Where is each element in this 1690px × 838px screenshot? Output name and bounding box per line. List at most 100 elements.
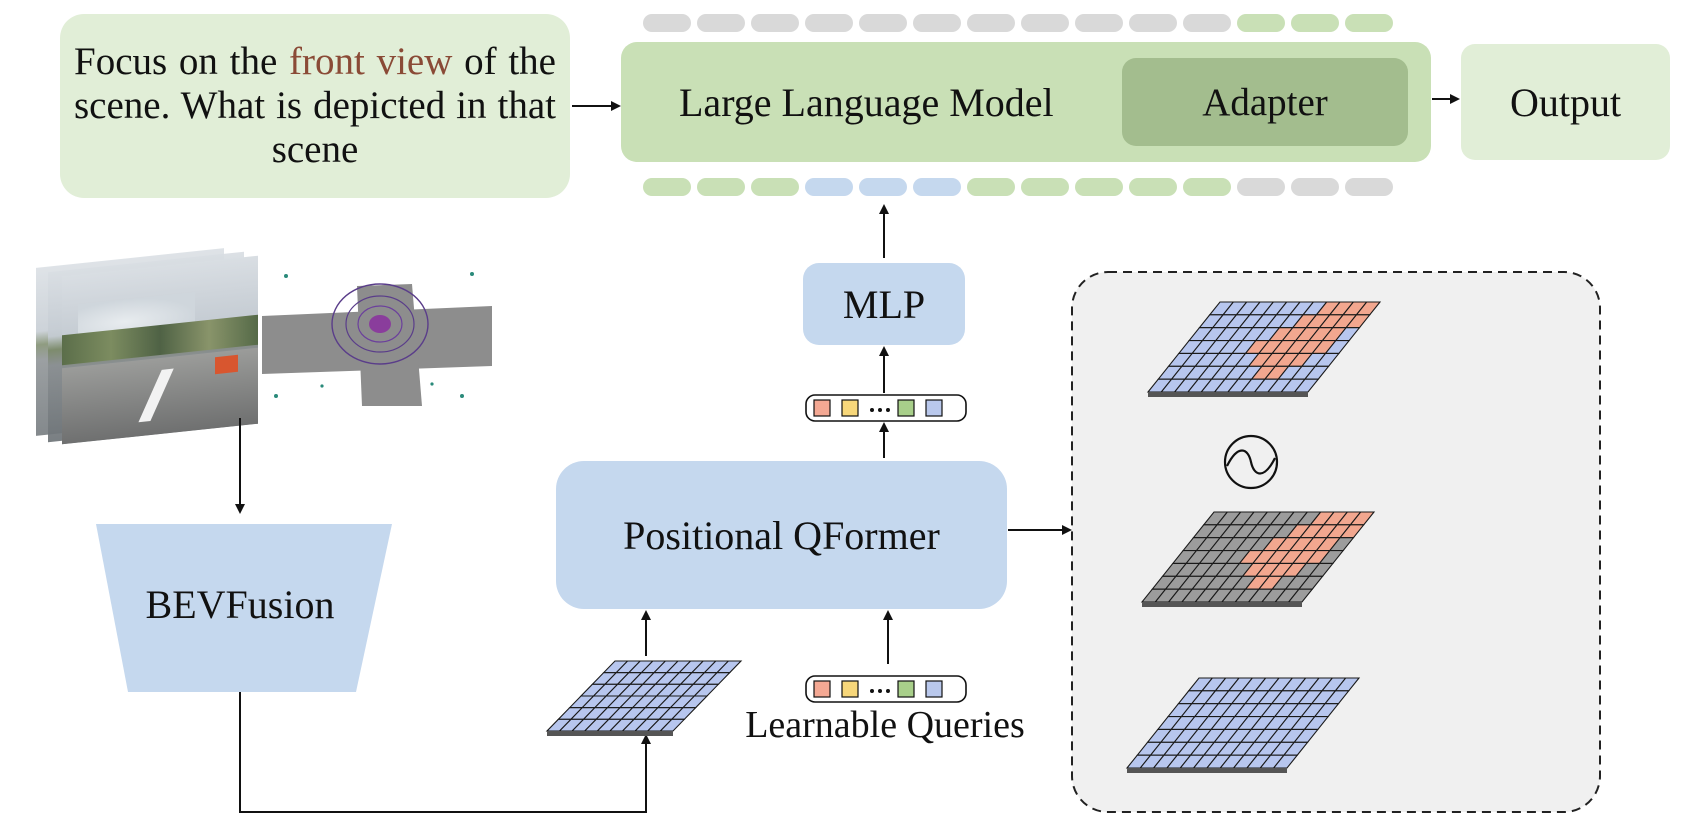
view-map-grid-cell	[1287, 588, 1314, 603]
view-map-grid-cell	[1275, 537, 1302, 552]
positional-grid-cell	[1314, 352, 1341, 367]
bev-features-grid-cell	[1136, 741, 1163, 756]
view-map-line2: Map	[1455, 555, 1525, 598]
positional-grid-cell	[1238, 314, 1265, 329]
positional-grid-cell	[1257, 340, 1284, 354]
positional-grid-cell	[1224, 314, 1251, 329]
output-label: Output	[1509, 79, 1622, 125]
view-map-grid-cell	[1295, 511, 1322, 526]
bev-features-grid-cell	[1266, 728, 1293, 743]
view-map-grid-cell	[1284, 575, 1311, 590]
view-map-grid-cell	[1242, 511, 1269, 526]
bev-features-grid-cell	[1334, 677, 1361, 692]
bev-features-grid-cell	[1303, 716, 1330, 730]
positional-grid-cell	[1157, 365, 1184, 380]
view-map-grid-cell	[1225, 550, 1251, 564]
bev-features-grid-cell	[1294, 677, 1321, 692]
bev-features-grid-cell	[1286, 703, 1313, 718]
bev-features-grid-cell	[1202, 741, 1229, 756]
positional-encoding-line1: Positional	[1423, 422, 1577, 464]
bev-features-grid-cell	[1283, 690, 1310, 705]
bev-input-grid-cell	[655, 683, 682, 697]
bev-input-grid-cell	[570, 718, 598, 732]
positional-grid-cell	[1223, 365, 1250, 380]
view-map-grid-cell	[1282, 511, 1309, 526]
llm-output-token	[859, 14, 907, 32]
view-map-grid-cell	[1208, 537, 1235, 552]
learnable-queries-dots	[886, 689, 890, 693]
positional-grid-cell	[1250, 365, 1277, 380]
view-map-grid-cell	[1309, 511, 1336, 526]
view-map-grid-cell	[1244, 575, 1271, 590]
bev-features-grid-cell	[1193, 703, 1220, 718]
view-map-grid-cell	[1171, 550, 1198, 564]
bev-features-grid-cell	[1227, 677, 1254, 692]
positional-grid-cell	[1237, 365, 1264, 380]
bev-features-grid-cell	[1203, 690, 1230, 705]
positional-grid-cell	[1200, 378, 1227, 393]
positional-grid-cell	[1324, 340, 1351, 354]
bev-input-grid-cell	[669, 695, 696, 709]
positional-grid-cell	[1287, 352, 1314, 367]
view-map-grid-cell	[1205, 524, 1232, 539]
bev-input-grid-cell	[606, 695, 633, 709]
bev-features-grid-cell	[1156, 716, 1183, 730]
bev-features-grid-cell	[1279, 728, 1306, 743]
view-map-grid-cell	[1201, 562, 1228, 577]
positional-grid-cell	[1266, 378, 1293, 393]
view-map-grid-cell	[1271, 575, 1298, 590]
bev-input-grid-cell	[618, 695, 646, 709]
prompt-text: Focus on the front view of the scene. Wh…	[74, 40, 556, 172]
bev-features-grid-cell	[1276, 716, 1303, 730]
bev-features-grid-cell	[1229, 741, 1256, 756]
positional-grid-cell	[1303, 365, 1330, 380]
qformer-output-queries-token	[813, 399, 831, 417]
qformer-output-queries-dots	[870, 408, 874, 412]
bev-features-grid-cell	[1280, 677, 1307, 692]
bev-features-label: BEV Features	[1400, 682, 1580, 763]
positional-grid-cell	[1235, 301, 1262, 316]
positional-grid-cell	[1284, 340, 1311, 354]
llm-output-token	[643, 14, 691, 32]
positional-grid-cell	[1334, 327, 1361, 342]
view-map-grid-cell	[1195, 537, 1222, 552]
llm-input-token	[1291, 178, 1339, 196]
view-map-grid-cell	[1298, 524, 1325, 539]
bev-features-grid-cell	[1190, 690, 1217, 705]
bev-features-grid-cell	[1260, 703, 1287, 718]
bev-features-grid-cell	[1313, 703, 1340, 718]
llm-input-token	[1075, 178, 1123, 196]
output-box: Output	[1461, 44, 1670, 160]
view-map-grid-cell	[1274, 588, 1301, 603]
positional-grid	[1146, 301, 1382, 397]
positional-grid-cell	[1226, 378, 1253, 393]
view-map-grid-cell	[1185, 550, 1211, 564]
view-map-grid-cell	[1285, 524, 1312, 539]
prompt-highlight: front view	[289, 39, 453, 83]
view-map-grid-cell	[1177, 575, 1204, 590]
view-map-grid-cell	[1229, 511, 1256, 526]
bev-input-grid-cell	[691, 672, 719, 685]
mlp-label: MLP	[842, 281, 926, 327]
bev-features-grid-cell	[1243, 690, 1270, 705]
bev-features-grid-cell	[1186, 728, 1213, 743]
bevfusion-label: BEVFusion	[146, 582, 335, 627]
qformer-output-queries-dots	[886, 408, 890, 412]
bev-features-grid-cell	[1290, 716, 1316, 730]
positional-grid-cell	[1167, 352, 1194, 367]
view-map-grid-edge	[1142, 602, 1302, 607]
positional-grid-cell	[1221, 301, 1248, 316]
positional-grid-cell	[1146, 378, 1173, 393]
bev-features-grid-cell	[1239, 728, 1266, 743]
learnable-queries-text: Learnable Queries	[745, 704, 1025, 746]
positional-grid-cell	[1318, 314, 1345, 329]
llm-output-token	[805, 14, 853, 32]
positional-grid-cell	[1300, 352, 1327, 367]
bev-features-grid-cell	[1257, 690, 1284, 705]
learnable-queries-dots	[878, 689, 882, 693]
llm-output-token	[1291, 14, 1339, 32]
positional-grid-cell	[1211, 314, 1238, 329]
positional-grid-cell	[1291, 314, 1318, 329]
prompt-text-after: of the scene. What is depicted in that s…	[74, 39, 556, 172]
